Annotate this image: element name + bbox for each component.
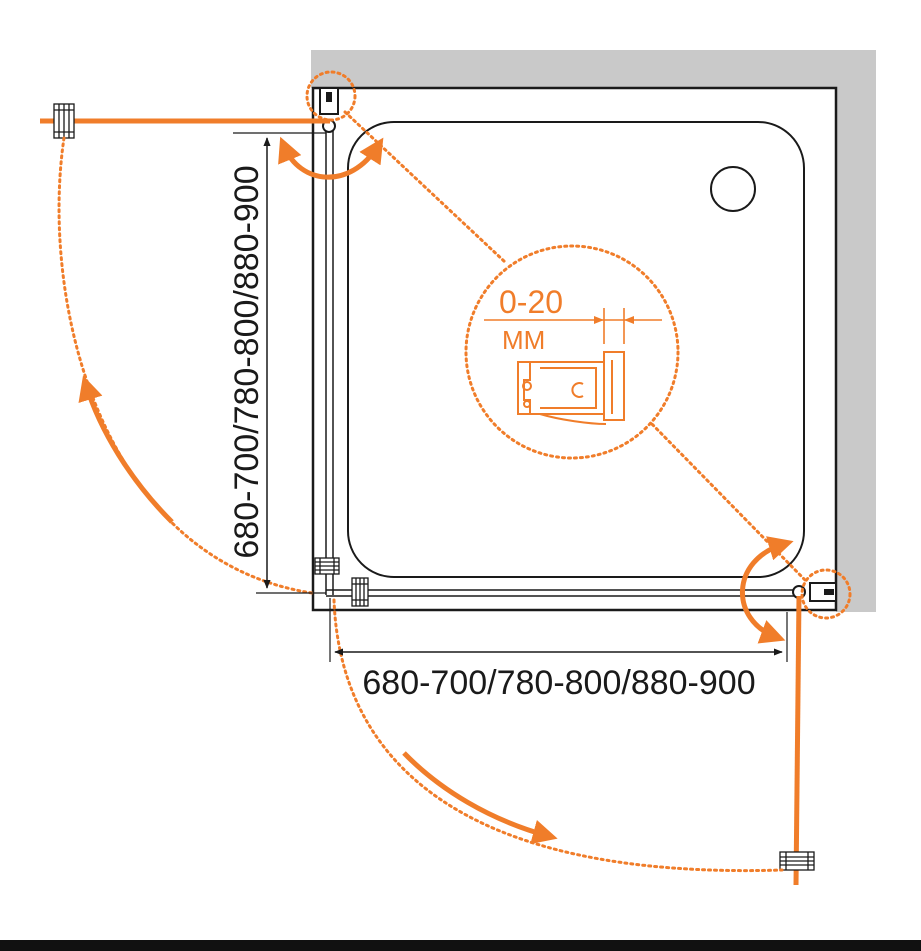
swing-arrow-icon <box>78 375 174 524</box>
left-door-swing-path <box>57 136 314 595</box>
gap-unit-label: ММ <box>502 325 545 355</box>
page-bottom-rule <box>0 940 921 951</box>
right-door-open-position <box>793 595 802 886</box>
door-handle-icon <box>53 103 75 139</box>
swing-arrow-icon <box>402 751 558 845</box>
hinge-detail-marker <box>800 568 852 620</box>
door-handle-icon <box>314 557 340 575</box>
profile-detail-callout: 0-20 ММ <box>464 244 680 460</box>
width-dimension: 680-700/780-800/880-900 <box>329 598 788 702</box>
door-handle-icon <box>351 577 369 607</box>
width-dimension-label: 680-700/780-800/880-900 <box>362 664 755 702</box>
drain-icon <box>710 166 756 212</box>
wall <box>311 50 876 612</box>
right-door-swing-path <box>332 598 784 873</box>
depth-dimension: 680-700/780-800/880-900 <box>228 132 326 594</box>
swing-arrow-icon <box>739 536 794 644</box>
callout-leader <box>343 110 507 264</box>
callout-leader <box>646 418 807 582</box>
left-glass-panel <box>325 120 334 595</box>
hinge-detail-marker <box>305 70 357 122</box>
door-handle-icon <box>779 851 815 871</box>
shower-tray-basin <box>347 121 805 578</box>
bottom-glass-panel <box>326 589 800 597</box>
swing-arrow-icon <box>278 136 384 180</box>
hinge-icon <box>319 87 339 133</box>
depth-dimension-label: 680-700/780-800/880-900 <box>228 165 266 558</box>
gap-range-label: 0-20 <box>499 284 563 320</box>
